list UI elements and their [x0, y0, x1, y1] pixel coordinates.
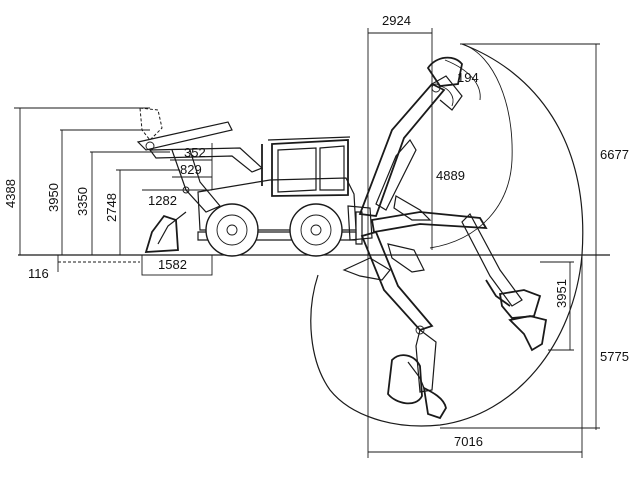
label-7016: 7016 [454, 434, 483, 449]
backhoe-raised-position [358, 56, 463, 217]
dimension-labels: 2924 194 6677 4889 352 829 1282 116 1582… [3, 13, 629, 449]
label-194: 194 [457, 70, 479, 85]
label-829: 829 [180, 162, 202, 177]
label-4388: 4388 [3, 179, 18, 208]
reach-envelope [310, 43, 584, 427]
label-352: 352 [184, 145, 206, 160]
label-1282: 1282 [148, 193, 177, 208]
label-5775: 5775 [600, 349, 629, 364]
label-3950: 3950 [46, 183, 61, 212]
label-3350: 3350 [75, 187, 90, 216]
label-3951: 3951 [554, 279, 569, 308]
backhoe-dimensions [367, 28, 600, 458]
rear-wheel [289, 203, 343, 257]
backhoe-extended-position [370, 195, 548, 352]
loader-dimensions [14, 107, 213, 276]
front-wheel [205, 203, 259, 257]
label-2748: 2748 [104, 193, 119, 222]
label-1582: 1582 [158, 257, 187, 272]
front-loader [136, 107, 264, 253]
label-6677: 6677 [600, 147, 629, 162]
backhoe-deep-dig-position [342, 230, 447, 420]
label-2924: 2924 [382, 13, 411, 28]
label-116: 116 [28, 266, 49, 281]
label-4889: 4889 [436, 168, 465, 183]
